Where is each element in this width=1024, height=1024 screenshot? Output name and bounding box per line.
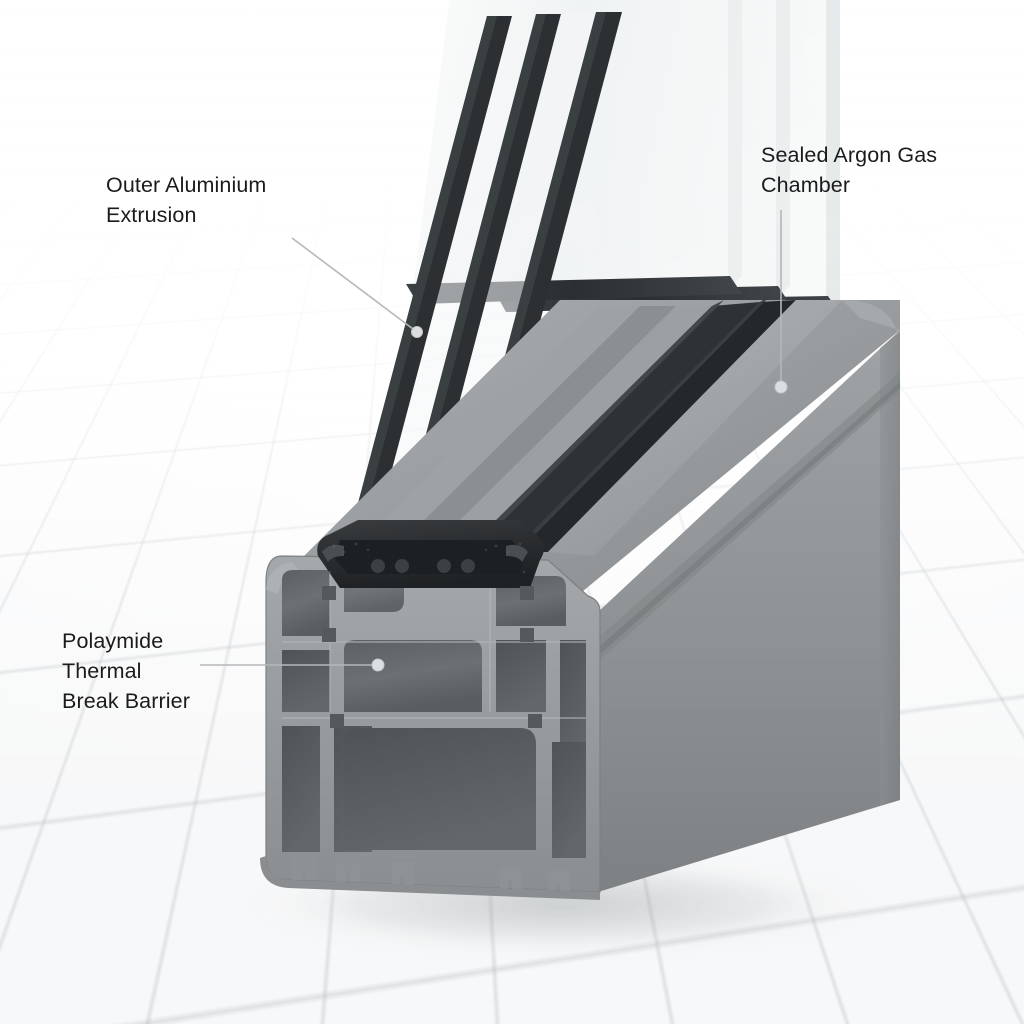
frame-groove-shadow xyxy=(600,382,900,654)
leader-dot-argon xyxy=(774,380,788,394)
label-polyamide-thermal-break-barrier: Polaymide Thermal Break Barrier xyxy=(62,629,190,713)
label-outer-aluminium-extrusion: Outer Aluminium Extrusion xyxy=(106,173,267,227)
frame-groove-line xyxy=(600,372,900,660)
frame-chambers xyxy=(282,566,586,858)
leader-dot-outer xyxy=(411,326,423,338)
leader-dots xyxy=(371,326,788,672)
thermal-break-strips xyxy=(322,586,542,728)
gasket-rails xyxy=(352,296,842,556)
label-sealed-argon-gas-chamber: Sealed Argon Gas Chamber xyxy=(761,143,938,197)
leader-line-outer xyxy=(291,237,418,333)
leader-dot-polyamide xyxy=(371,658,385,672)
glazing-gasket-assembly xyxy=(317,520,544,588)
profile-base-feet xyxy=(292,858,570,894)
profile-cross-section xyxy=(260,555,601,900)
leader-lines xyxy=(200,210,782,666)
